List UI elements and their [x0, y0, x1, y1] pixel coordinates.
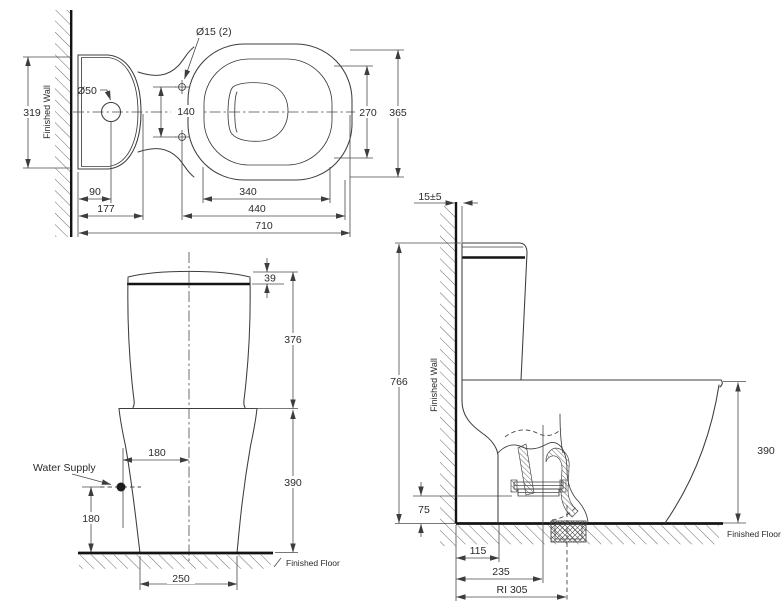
label-dia15-group: Ø15 (2) — [184, 26, 232, 80]
inlet-hole — [100, 101, 122, 123]
dim-270: 270 — [359, 107, 377, 119]
bolt-hole-bottom — [175, 130, 189, 144]
dim-ri-305: RI 305 — [497, 584, 528, 596]
dim-180-horizontal: 180 — [148, 447, 166, 459]
floor-hatch — [79, 554, 271, 569]
dim-319-group: 319 — [19, 56, 71, 169]
tank-front-outline — [127, 270, 251, 409]
dim-376-group: 376 — [246, 271, 306, 409]
dim-766-group: 766 — [386, 242, 461, 524]
trapway — [497, 413, 589, 601]
dim-177: 177 — [97, 203, 115, 215]
bowl-side-outline — [461, 379, 723, 524]
dim-390-front-group: 390 — [275, 409, 306, 553]
dim-270-group: 270 — [334, 65, 380, 159]
label-finished-floor-side: Finished Floor — [727, 529, 781, 539]
wall-hatch — [55, 10, 71, 237]
dim-wall-gap-group: 15±5 — [414, 191, 478, 242]
label-finished-floor-front: Finished Floor — [286, 558, 340, 568]
side-floor-hatch — [457, 525, 719, 545]
dim-376: 376 — [284, 334, 302, 346]
front-view: 39 376 390 Water Supply 180 — [33, 252, 340, 590]
dim-180-vertical-group: 180 — [79, 486, 104, 553]
dim-115: 115 — [470, 545, 487, 557]
dim-75-group: 75 — [413, 482, 512, 537]
dim-235: 235 — [492, 566, 510, 578]
dim-440-group: 440 — [182, 180, 346, 220]
dim-90: 90 — [89, 186, 101, 198]
top-view: 319 140 Ø15 (2) Ø50 270 — [19, 10, 411, 237]
dim-115-group: 115 — [456, 545, 500, 561]
label-finished-wall-side: Finished Wall — [429, 358, 439, 412]
dim-710-group: 710 — [78, 115, 351, 237]
outlet-box — [550, 520, 587, 543]
dim-440: 440 — [248, 203, 266, 215]
dim-319: 319 — [23, 107, 41, 119]
dim-390-side: 390 — [757, 445, 775, 457]
dim-39: 39 — [264, 273, 276, 285]
dim-365: 365 — [389, 107, 407, 119]
dim-365-group: 365 — [350, 49, 411, 178]
tank-side-outline — [461, 242, 528, 381]
dim-180-horizontal-group: 180 — [122, 447, 190, 463]
label-dia50-group: Ø50 — [77, 85, 111, 101]
dim-390-side-group: 390 — [723, 381, 775, 524]
side-view: 15±5 766 390 75 115 — [386, 191, 781, 601]
bolt-hole-top — [175, 80, 189, 94]
dim-340: 340 — [239, 186, 257, 198]
dim-250: 250 — [172, 573, 190, 585]
dim-140-group: 140 — [153, 86, 201, 138]
dim-180-vertical: 180 — [82, 513, 100, 525]
dim-235-group: 235 — [456, 566, 543, 582]
label-water-supply: Water Supply — [33, 462, 96, 474]
label-dia50: Ø50 — [77, 85, 97, 97]
flange — [510, 479, 567, 497]
dim-766: 766 — [390, 376, 408, 388]
dim-340-group: 340 — [202, 167, 331, 203]
label-finished-wall-top: Finished Wall — [42, 85, 52, 139]
dim-390-front: 390 — [284, 477, 302, 489]
dim-75: 75 — [418, 504, 430, 516]
dim-250-group: 250 — [139, 556, 238, 590]
front-floor-group: Finished Floor — [78, 551, 340, 569]
water-supply-point — [116, 482, 126, 492]
side-wall-hatch — [440, 206, 456, 546]
dim-140: 140 — [177, 106, 195, 118]
dim-90-group: 90 — [77, 172, 112, 237]
dim-177-group: 177 — [78, 114, 144, 220]
bowl-front-outline — [118, 407, 258, 554]
neck-outline — [137, 46, 195, 178]
dim-15-tolerance: 15±5 — [418, 191, 441, 203]
label-dia15: Ø15 (2) — [196, 26, 232, 38]
trap-hatch-left — [517, 443, 535, 496]
dim-710: 710 — [255, 220, 273, 232]
dim-39-group: 39 — [252, 258, 298, 298]
dim-ri305-group: RI 305 — [456, 584, 567, 600]
